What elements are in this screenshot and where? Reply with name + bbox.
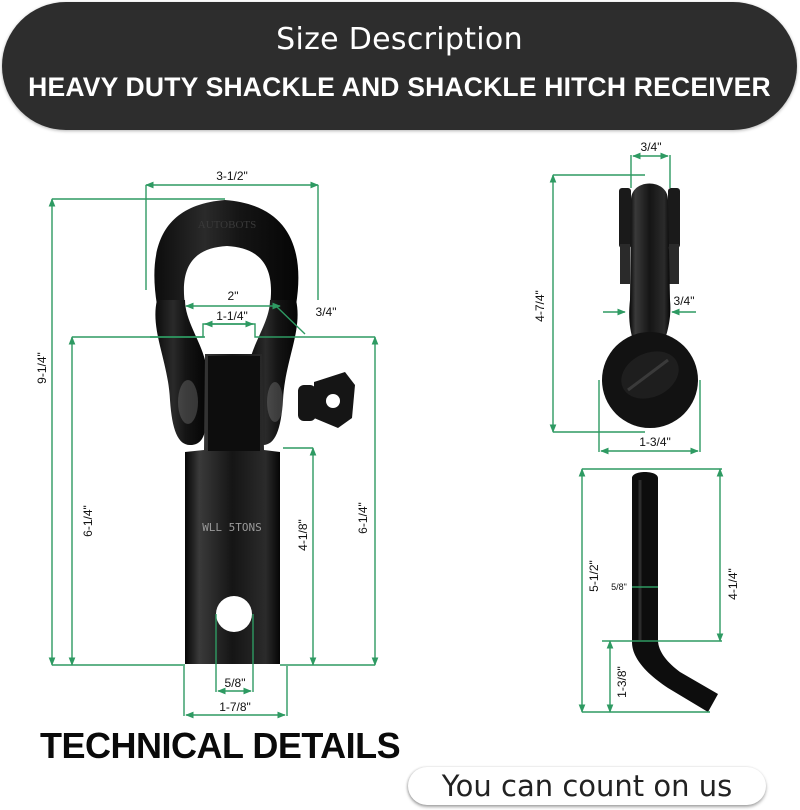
dim-shank-length: 4-1/8" xyxy=(296,519,310,551)
dim-pin-overall-length: 5-1/2" xyxy=(587,560,601,592)
tagline-badge: You can count on us xyxy=(408,767,766,805)
front-dimension-lines xyxy=(48,181,379,719)
dim-bow-thickness: 3/4" xyxy=(316,305,337,319)
dim-hole-diameter: 5/8" xyxy=(225,676,246,690)
hitch-receiver-icon: WLL 5TONS xyxy=(185,354,280,664)
dim-side-top-width: 3/4" xyxy=(641,140,662,154)
dim-shackle-opening: 2" xyxy=(228,289,239,303)
header-subtitle: HEAVY DUTY SHACKLE AND SHACKLE HITCH REC… xyxy=(28,72,771,102)
technical-details-heading: TECHNICAL DETAILS xyxy=(40,725,401,766)
dim-receiver-length-left: 6-1/4" xyxy=(81,505,95,537)
dim-overall-height: 9-1/4" xyxy=(35,352,49,384)
dim-side-body-thickness: 3/4" xyxy=(674,294,695,308)
pin-dimension-lines xyxy=(578,468,724,713)
dim-pin-straight-length: 4-1/4" xyxy=(726,568,740,600)
svg-text:AUTOBOTS: AUTOBOTS xyxy=(198,219,256,231)
dim-side-eye-width: 1-3/4" xyxy=(639,435,671,449)
dim-pin-gap: 1-1/4" xyxy=(216,309,248,323)
shackle-icon: AUTOBOTS xyxy=(154,200,355,445)
header-banner: Size Description HEAVY DUTY SHACKLE AND … xyxy=(2,2,797,130)
shackle-side-icon xyxy=(602,183,698,428)
receiver-emboss: WLL 5TONS xyxy=(202,521,262,534)
dim-shank-width: 1-7/8" xyxy=(219,700,251,714)
side-dimension-lines xyxy=(549,152,701,455)
dim-overall-width: 3-1/2" xyxy=(216,169,248,183)
dim-side-height: 4-7/4" xyxy=(533,290,547,322)
pin-view: 5-1/2" 4-1/4" 5/8" 1-3/8" xyxy=(578,468,740,713)
dim-pin-bend-length: 1-3/8" xyxy=(615,666,629,698)
dim-pin-diameter: 5/8" xyxy=(611,582,627,592)
hitch-pin-icon xyxy=(632,472,718,712)
front-view: AUTOBOTS WLL 5TONS xyxy=(35,169,379,719)
dim-receiver-length-right: 6-1/4" xyxy=(356,502,370,534)
header-title: Size Description xyxy=(276,22,523,57)
side-view: 3/4" 4-7/4" 3/4" 1-3/4" xyxy=(533,140,701,455)
